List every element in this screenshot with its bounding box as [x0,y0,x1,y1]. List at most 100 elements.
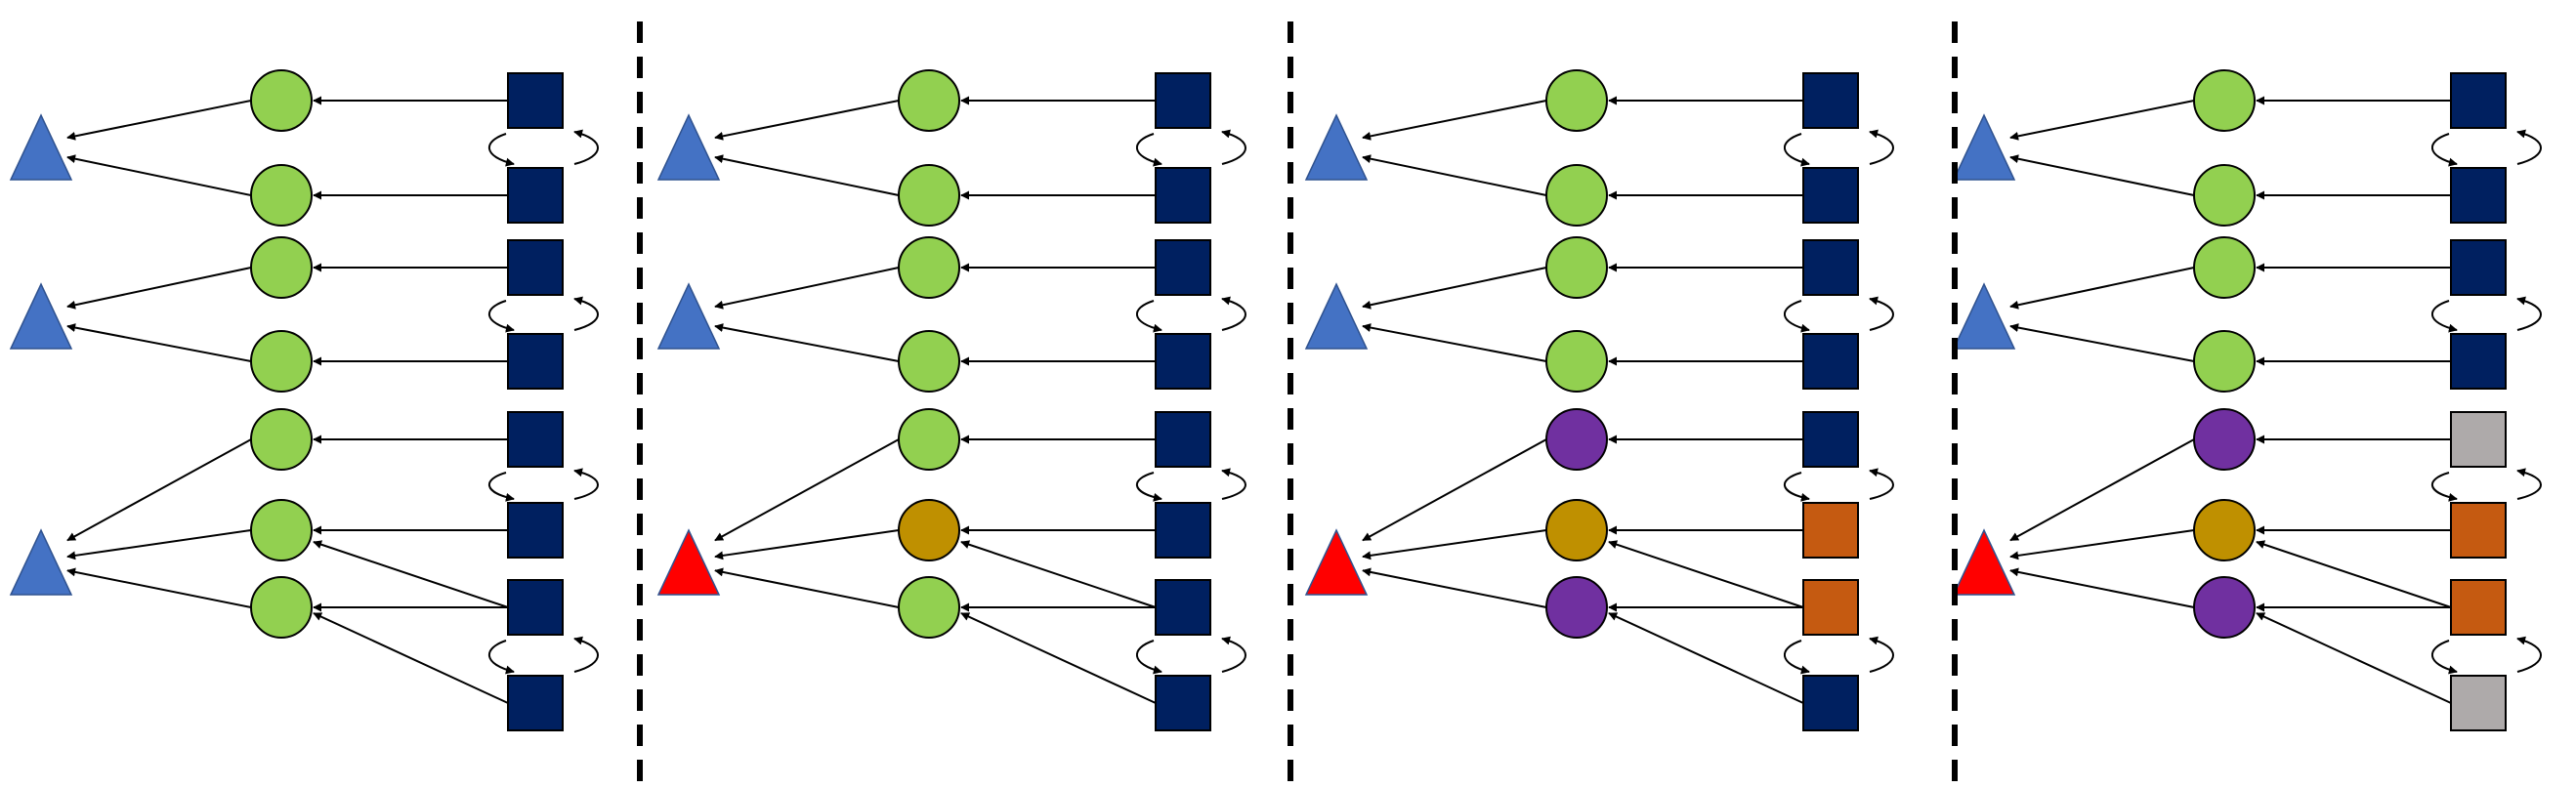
triangle-node [656,113,721,181]
swap-arrow-up [2516,636,2542,673]
square-node [1802,675,1859,731]
circle-node [1545,69,1608,132]
circle-node [1545,164,1608,227]
swap-arrow-up [2516,468,2542,500]
swap-arrow-up [1221,296,1246,331]
circle-node [1545,576,1608,639]
square-node [1802,333,1859,390]
swap-arrow-down [2430,133,2458,167]
circle-to-triangle-arrow [1362,567,1547,608]
square-node [1802,502,1859,559]
circle-to-triangle-arrow [66,323,252,362]
square-node [507,333,564,390]
square-node [1155,502,1211,559]
circle-node [898,408,960,471]
circle-node [250,330,313,393]
swap-arrow-down [1783,133,1810,167]
swap-arrow-down [2430,472,2458,502]
circle-to-triangle-arrow [2009,529,2195,560]
triangle-node [1952,282,2016,350]
circle-node [2193,69,2256,132]
circle-node [1545,236,1608,299]
circle-node [2193,408,2256,471]
circle-node [250,236,313,299]
circle-to-triangle-arrow [2009,567,2195,608]
circle-to-triangle-arrow [714,100,900,141]
triangle-node [1952,113,2016,181]
circle-to-triangle-arrow [1362,100,1547,141]
circle-to-triangle-arrow [2009,154,2195,196]
circle-node [250,408,313,471]
circle-to-triangle-arrow [66,267,252,310]
square-node [2450,333,2507,390]
triangle-node [9,113,73,181]
circle-to-triangle-arrow [66,154,252,196]
square-node [1155,333,1211,390]
triangle-node [656,282,721,350]
swap-arrow-down [487,640,515,675]
square-to-circle-arrow [313,612,509,704]
swap-arrow-down [1135,133,1162,167]
circle-to-triangle-arrow [2009,323,2195,362]
square-node [507,239,564,296]
square-node [1802,72,1859,129]
circle-node [2193,236,2256,299]
swap-arrow-down [1135,640,1162,675]
swap-arrow-down [1135,300,1162,333]
swap-arrow-down [487,300,515,333]
square-node [1802,579,1859,636]
square-node [1155,167,1211,224]
circle-to-triangle-arrow [66,100,252,141]
square-to-circle-arrow [960,612,1157,704]
swap-arrow-down [2430,640,2458,675]
square-to-circle-arrow [1608,612,1804,704]
square-node [2450,167,2507,224]
circle-node [1545,330,1608,393]
circle-to-triangle-arrow [1362,323,1547,362]
triangle-node [656,528,721,596]
square-node [507,502,564,559]
square-node [1155,579,1211,636]
swap-arrow-up [573,468,599,500]
swap-arrow-up [1221,129,1246,165]
circle-node [2193,330,2256,393]
swap-arrow-up [1869,468,1894,500]
circle-node [250,499,313,561]
circle-node [250,576,313,639]
swap-arrow-down [487,472,515,502]
square-node [2450,411,2507,468]
triangle-node [1304,282,1369,350]
circle-node [898,499,960,561]
circle-to-triangle-arrow [714,529,900,560]
swap-arrow-up [573,129,599,165]
square-node [1155,239,1211,296]
circle-node [898,164,960,227]
swap-arrow-up [573,296,599,331]
square-node [2450,579,2507,636]
swap-arrow-up [573,636,599,673]
square-node [2450,675,2507,731]
circle-to-triangle-arrow [66,567,252,608]
circle-node [898,330,960,393]
circle-node [898,576,960,639]
circle-to-triangle-arrow [714,323,900,362]
circle-to-triangle-arrow [2009,438,2195,542]
circle-to-triangle-arrow [714,438,900,542]
swap-arrow-down [1135,472,1162,502]
square-node [507,579,564,636]
square-node [507,411,564,468]
swap-arrow-up [2516,129,2542,165]
square-to-circle-arrow [2256,612,2452,704]
square-node [1155,72,1211,129]
square-node [507,72,564,129]
square-node [507,675,564,731]
circle-node [898,69,960,132]
circle-to-triangle-arrow [714,154,900,196]
circle-node [2193,164,2256,227]
circle-to-triangle-arrow [2009,100,2195,141]
square-node [2450,502,2507,559]
square-node [1155,675,1211,731]
circle-to-triangle-arrow [2009,267,2195,310]
triangle-node [1304,113,1369,181]
circle-to-triangle-arrow [66,529,252,560]
